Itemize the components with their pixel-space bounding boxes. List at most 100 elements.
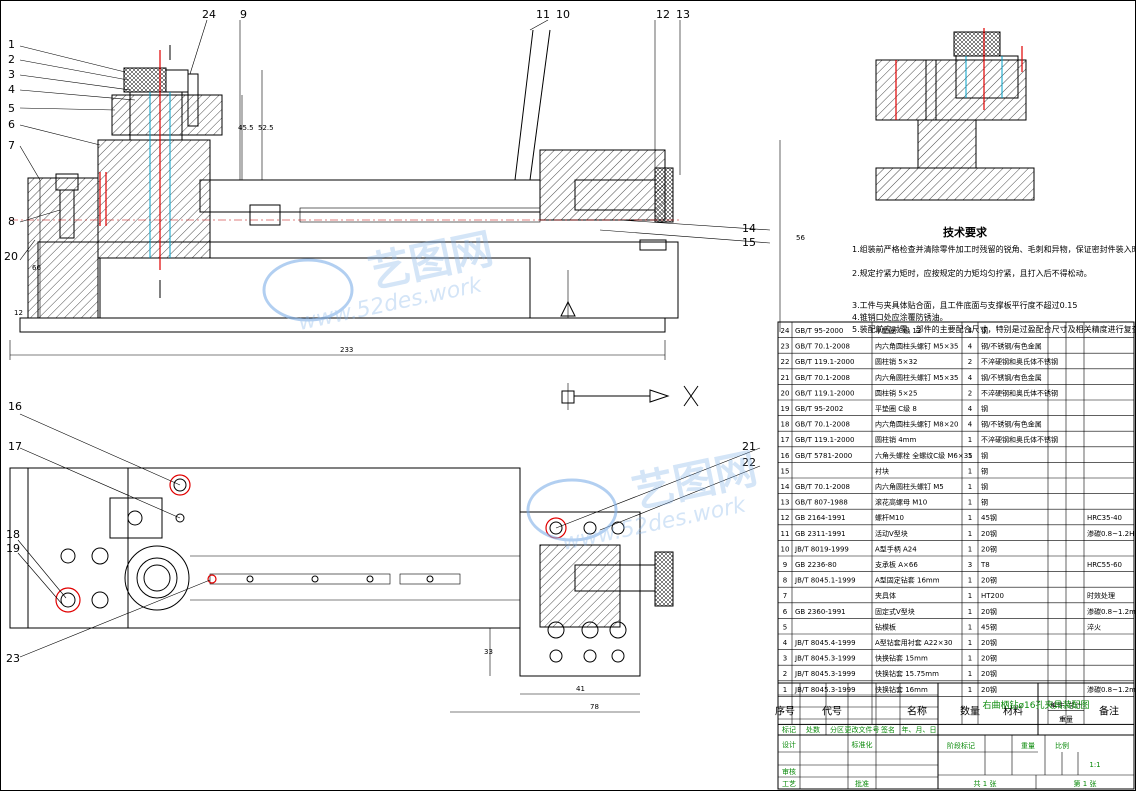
bom-cell-mat: 20钢 bbox=[981, 685, 997, 694]
bom-cell-no: 21 bbox=[781, 374, 790, 382]
callout-16: 16 bbox=[8, 400, 22, 413]
tb-design: 设计 bbox=[782, 740, 796, 749]
bom-cell-qty: 1 bbox=[968, 686, 972, 694]
bom-cell-name: 钻模板 bbox=[875, 622, 896, 631]
bom-cell-qty: 1 bbox=[968, 577, 972, 585]
bom-cell-no: 7 bbox=[783, 592, 787, 600]
bom-cell-mat: 不淬硬钢和奥氏体不锈钢 bbox=[981, 435, 1058, 444]
bom-cell-note: 渗碳0.8~1.2mm bbox=[1087, 607, 1136, 616]
bom-cell-no: 20 bbox=[781, 389, 790, 397]
bom-cell-code: GB/T 70.1-2008 bbox=[795, 483, 850, 491]
bom-cell-qty: 4 bbox=[968, 374, 973, 382]
bom-cell-code: GB/T 95-2002 bbox=[795, 405, 843, 413]
bom-cell-mat: 45钢 bbox=[981, 622, 997, 631]
bom-cell-name: 圆柱销 5×32 bbox=[875, 357, 917, 366]
dim-78: 78 bbox=[590, 703, 599, 711]
bom-cell-name: 活动V型块 bbox=[875, 529, 908, 538]
bom-cell-code: JB/T 8045.4-1999 bbox=[794, 639, 856, 647]
bom-cell-qty: 1 bbox=[968, 655, 972, 663]
bom-cell-qty: 1 bbox=[968, 608, 972, 616]
bom-cell-qty: 1 bbox=[968, 452, 972, 460]
bom-cell-name: 衬块 bbox=[875, 466, 889, 475]
tech-item-1: 1.组装前严格检查并清除零件加工时残留的锐角、毛刺和异物，保证密封件装入时不被擦… bbox=[852, 244, 1136, 254]
bom-cell-mat: 钢 bbox=[981, 451, 988, 460]
bom-cell-name: 平垫圈 C级 12 bbox=[875, 326, 921, 335]
bom-cell-code: GB/T 119.1-2000 bbox=[795, 358, 854, 366]
callout-23: 23 bbox=[6, 652, 20, 665]
bom-cell-code: GB 2311-1991 bbox=[795, 530, 846, 538]
bom-cell-code: GB/T 119.1-2000 bbox=[795, 389, 854, 397]
bom-cell-note: HRC55-60 bbox=[1087, 561, 1122, 569]
bom-cell-name: 滚花高螺母 M10 bbox=[875, 498, 927, 507]
bom-cell-note: 渗碳0.8~1.2HRC bbox=[1087, 529, 1136, 538]
bom-cell-code: JB/T 8045.3-1999 bbox=[794, 670, 856, 678]
bom-header-code: 代号 bbox=[822, 705, 842, 717]
bom-cell-code: JB/T 8045.1-1999 bbox=[794, 577, 856, 585]
tb-sheets-total: 共 1 张 bbox=[974, 779, 997, 788]
bom-cell-qty: 1 bbox=[968, 545, 972, 553]
bom-cell-qty: 1 bbox=[968, 592, 972, 600]
bom-cell-no: 12 bbox=[781, 514, 790, 522]
tech-requirements: 技术要求 1.组装前严格检查并清除零件加工时残留的锐角、毛刺和异物，保证密封件装… bbox=[852, 225, 1136, 334]
watermark-globe-icon bbox=[526, 478, 618, 542]
bom-header-note: 备注 bbox=[1099, 704, 1119, 717]
bom-cell-no: 16 bbox=[781, 452, 790, 460]
bom-cell-no: 4 bbox=[783, 639, 788, 647]
bom-header-no: 序号 bbox=[775, 704, 795, 717]
bom-frame bbox=[777, 321, 1135, 725]
callout-24: 24 bbox=[202, 8, 216, 21]
callout-11: 11 bbox=[536, 8, 550, 21]
tb-stage: 阶段标记 bbox=[947, 741, 975, 750]
bom-cell-qty: 4 bbox=[968, 421, 973, 429]
bom-cell-note: 淬火 bbox=[1087, 622, 1101, 631]
front-view bbox=[9, 19, 781, 360]
bom-cell-mat: 钢/不锈钢/有色金属 bbox=[981, 373, 1042, 382]
bom-cell-code: GB/T 70.1-2008 bbox=[795, 343, 850, 351]
callout-9: 9 bbox=[240, 8, 247, 21]
top-view bbox=[9, 413, 761, 713]
bom-cell-code: JB/T 8019-1999 bbox=[794, 545, 849, 553]
bom-cell-mat: 20钢 bbox=[981, 638, 997, 647]
dim-45: 45.5 bbox=[238, 124, 254, 132]
bom-cell-no: 3 bbox=[783, 655, 787, 663]
bom-cell-name: 圆柱销 4mm bbox=[875, 435, 916, 444]
callout-2: 2 bbox=[8, 53, 15, 66]
callout-5: 5 bbox=[8, 102, 15, 115]
bom-cell-mat: 20钢 bbox=[981, 654, 997, 663]
dim-66: 66 bbox=[32, 264, 41, 272]
bom-header-mat: 材料 bbox=[1003, 704, 1023, 717]
callout-7: 7 bbox=[8, 139, 15, 152]
bom-cell-mat: 钢 bbox=[981, 498, 988, 507]
bom-cell-name: A型固定钻套 16mm bbox=[875, 576, 940, 585]
bom-cell-qty: 1 bbox=[968, 467, 972, 475]
title-block: 右曲柄钻ø16孔夹具装配图 标记 处数 分区 更改文件号 签名 年、月、日 设计… bbox=[777, 682, 1135, 790]
bom-cell-qty: 1 bbox=[968, 514, 972, 522]
watermark-top: 艺图网 www.52des.work bbox=[262, 224, 497, 336]
bom-cell-code: GB/T 70.1-2008 bbox=[795, 374, 850, 382]
tech-item-4: 4.锥销口处应涂覆防锈油。 bbox=[852, 312, 948, 322]
bom-cell-no: 14 bbox=[781, 483, 790, 491]
bom-cell-name: 内六角圆柱头螺钉 M5×35 bbox=[875, 342, 959, 351]
tb-sheet-no: 第 1 张 bbox=[1074, 779, 1097, 788]
bom-cell-no: 11 bbox=[781, 530, 790, 538]
bom-cell-mat: 不淬硬钢和奥氏体不锈钢 bbox=[981, 357, 1058, 366]
bom-cell-no: 6 bbox=[783, 608, 788, 616]
tb-change-doc: 更改文件号 bbox=[845, 725, 880, 734]
bom-cell-mat: 45钢 bbox=[981, 513, 997, 522]
tb-standardize: 标准化 bbox=[852, 740, 873, 749]
bom-cell-name: 快换钻套 16mm bbox=[875, 685, 928, 694]
bom-cell-code: JB/T 8045.3-1999 bbox=[794, 686, 856, 694]
bom-cell-note: HRC35-40 bbox=[1087, 514, 1122, 522]
callout-13: 13 bbox=[676, 8, 690, 21]
detail-view bbox=[875, 28, 1035, 201]
tech-title: 技术要求 bbox=[943, 225, 988, 239]
bom-cell-name: 螺杆M10 bbox=[875, 513, 904, 522]
callout-3: 3 bbox=[8, 68, 15, 81]
callout-17: 17 bbox=[8, 440, 22, 453]
tb-zone: 分区 bbox=[830, 725, 844, 734]
bom-header-qty: 数量 bbox=[960, 704, 980, 717]
bom-cell-mat: HT200 bbox=[981, 592, 1004, 600]
callout-21: 21 bbox=[742, 440, 756, 453]
bom-cell-name: A型钻套用衬套 A22×30 bbox=[875, 638, 952, 647]
